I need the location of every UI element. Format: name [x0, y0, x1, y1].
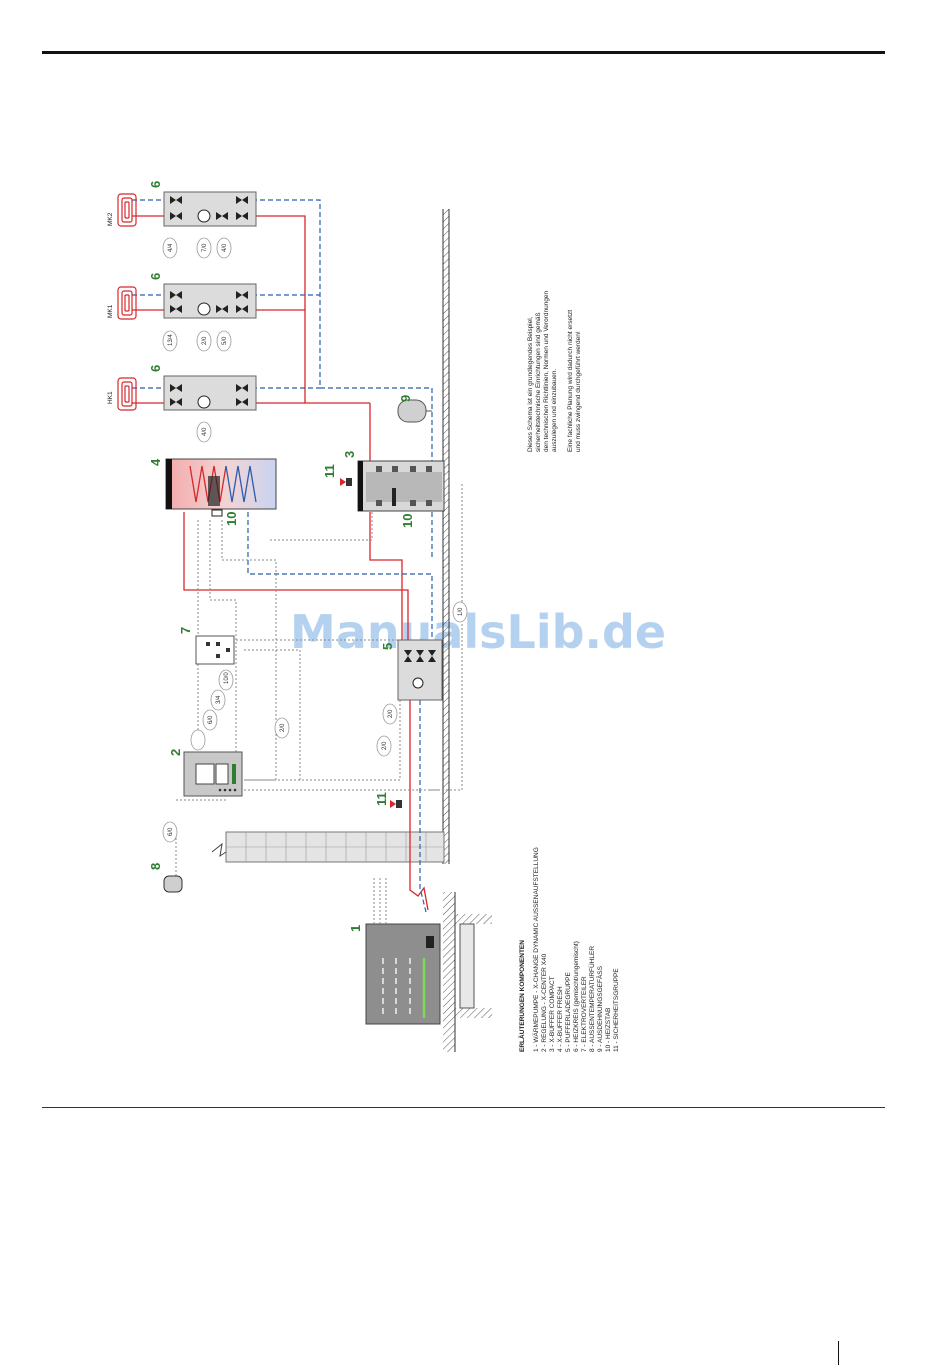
- component-number: 3: [342, 451, 357, 458]
- cable-label: 13/4: [168, 334, 174, 346]
- cable-label: 5/0: [222, 336, 228, 345]
- component-number: 11: [322, 464, 337, 478]
- cable-label: 1/0: [458, 607, 464, 616]
- outdoor-foundation: [443, 892, 492, 1052]
- legend-item: 11 - SICHERHEITSGRUPPE: [613, 968, 620, 1052]
- cable-label: 6/0: [168, 827, 174, 836]
- legend-item: 9 - AUSDEHNUNGSGEFÄSS: [596, 965, 604, 1052]
- cable-label: 4/0: [222, 243, 228, 252]
- component-number: 10: [224, 512, 239, 526]
- component-number: 4: [148, 458, 163, 466]
- cable-label: 2/0: [202, 336, 208, 345]
- outdoor-temperature-sensor: [163, 875, 183, 893]
- circuit-label-mk2: MK2: [107, 212, 114, 226]
- legend-item: 2 - REGELUNG - X-CENTER X40: [541, 953, 548, 1052]
- heating-circuit-mk1: [163, 283, 257, 319]
- circuit-label-mk1: MK1: [107, 304, 114, 318]
- legend-item: 1 - WÄRMEPUMPE - X-CHANGE DYNAMIC AUSSEN…: [532, 847, 540, 1052]
- floor-heating-coil-mk2: [117, 193, 137, 227]
- legend: ERLÄUTERUNGEN KOMPONENTEN 1 - WÄRMEPUMPE…: [518, 847, 620, 1052]
- safety-group-buffer: [340, 478, 352, 486]
- legend-item: 5 - PUFFERLADEGRUPPE: [565, 972, 572, 1052]
- cable-label: 10/0: [224, 672, 230, 684]
- heat-pump-unit: [365, 923, 441, 1025]
- cable-label: 4/4: [168, 243, 174, 252]
- top-rule: [42, 51, 885, 54]
- component-number: 1: [348, 925, 363, 932]
- heating-circuit-mk2: [163, 191, 257, 227]
- expansion-vessel: [397, 399, 432, 423]
- cable-label: 2/0: [280, 723, 286, 732]
- legend-item: 3 - X-BUFFER COMPACT: [549, 976, 556, 1052]
- note-line: Eine fachliche Planung wird dadurch nich…: [567, 310, 574, 452]
- component-number: 7: [178, 627, 193, 634]
- cable-label: 2/0: [382, 741, 388, 750]
- note-line: den technischen Richtlinien, Normen und …: [543, 290, 550, 452]
- cable-label: 3/4: [216, 695, 222, 704]
- cable-label: 4/0: [202, 427, 208, 436]
- component-number: 6: [148, 181, 163, 188]
- legend-item: 7 - ELEKTROVERTEILER: [581, 976, 588, 1052]
- cable-label: 6/0: [208, 715, 214, 724]
- cable-tags: [162, 237, 468, 843]
- component-number: 10: [400, 514, 415, 528]
- heating-circuit-hk1: [163, 375, 257, 411]
- circuit-label-hk1: HK1: [107, 391, 114, 404]
- component-number: 6: [148, 365, 163, 372]
- component-number: 9: [398, 395, 413, 402]
- note-line: auszulegen und einzubauen.: [551, 369, 558, 452]
- legend-heading: ERLÄUTERUNGEN KOMPONENTEN: [518, 940, 526, 1052]
- cable-label: 2/0: [388, 709, 394, 718]
- safety-note: Dieses Schema ist ein grundlegendes Beis…: [527, 290, 582, 452]
- floor-heating-coil-hk1: [117, 377, 137, 411]
- safety-group-return: [390, 800, 402, 808]
- return-pipes: [132, 199, 433, 913]
- floor-heating-coil-mk1: [117, 286, 137, 320]
- controller-x-center: [183, 751, 243, 797]
- bottom-rule: [42, 1107, 885, 1108]
- component-number: 11: [374, 792, 389, 806]
- x-buffer-compact-tank: [357, 460, 445, 512]
- x-buffer-fresh-tank: [165, 458, 277, 517]
- legend-item: 8 - AUSSENTEMPERATURFÜHLER: [588, 946, 596, 1052]
- cable-label: 7/0: [202, 243, 208, 252]
- legend-item: 10 - HEIZSTAB: [605, 1008, 612, 1052]
- legend-item: 6 - HEIZKREIS (gemischt/ungemischt): [573, 941, 580, 1052]
- legend-item: 4 - X-BUFFER FRESH: [557, 986, 564, 1052]
- building-wall: [442, 209, 450, 864]
- page-marker: [838, 1341, 839, 1365]
- watermark: ManualsLib.de: [290, 605, 666, 659]
- note-line: Dieses Schema ist ein grundlegendes Beis…: [527, 316, 534, 452]
- component-number: 6: [148, 273, 163, 280]
- buffer-loading-group: [397, 639, 443, 701]
- component-number: 5: [380, 643, 395, 650]
- component-number: 2: [168, 749, 183, 756]
- note-line: und muss zwingend durchgeführt werden!: [575, 331, 582, 452]
- component-number: 8: [148, 863, 163, 870]
- note-line: sicherheitstechnische Einrichtungen sind…: [535, 313, 542, 452]
- chimney-wall: [211, 831, 445, 863]
- electrical-distributor: [195, 635, 235, 665]
